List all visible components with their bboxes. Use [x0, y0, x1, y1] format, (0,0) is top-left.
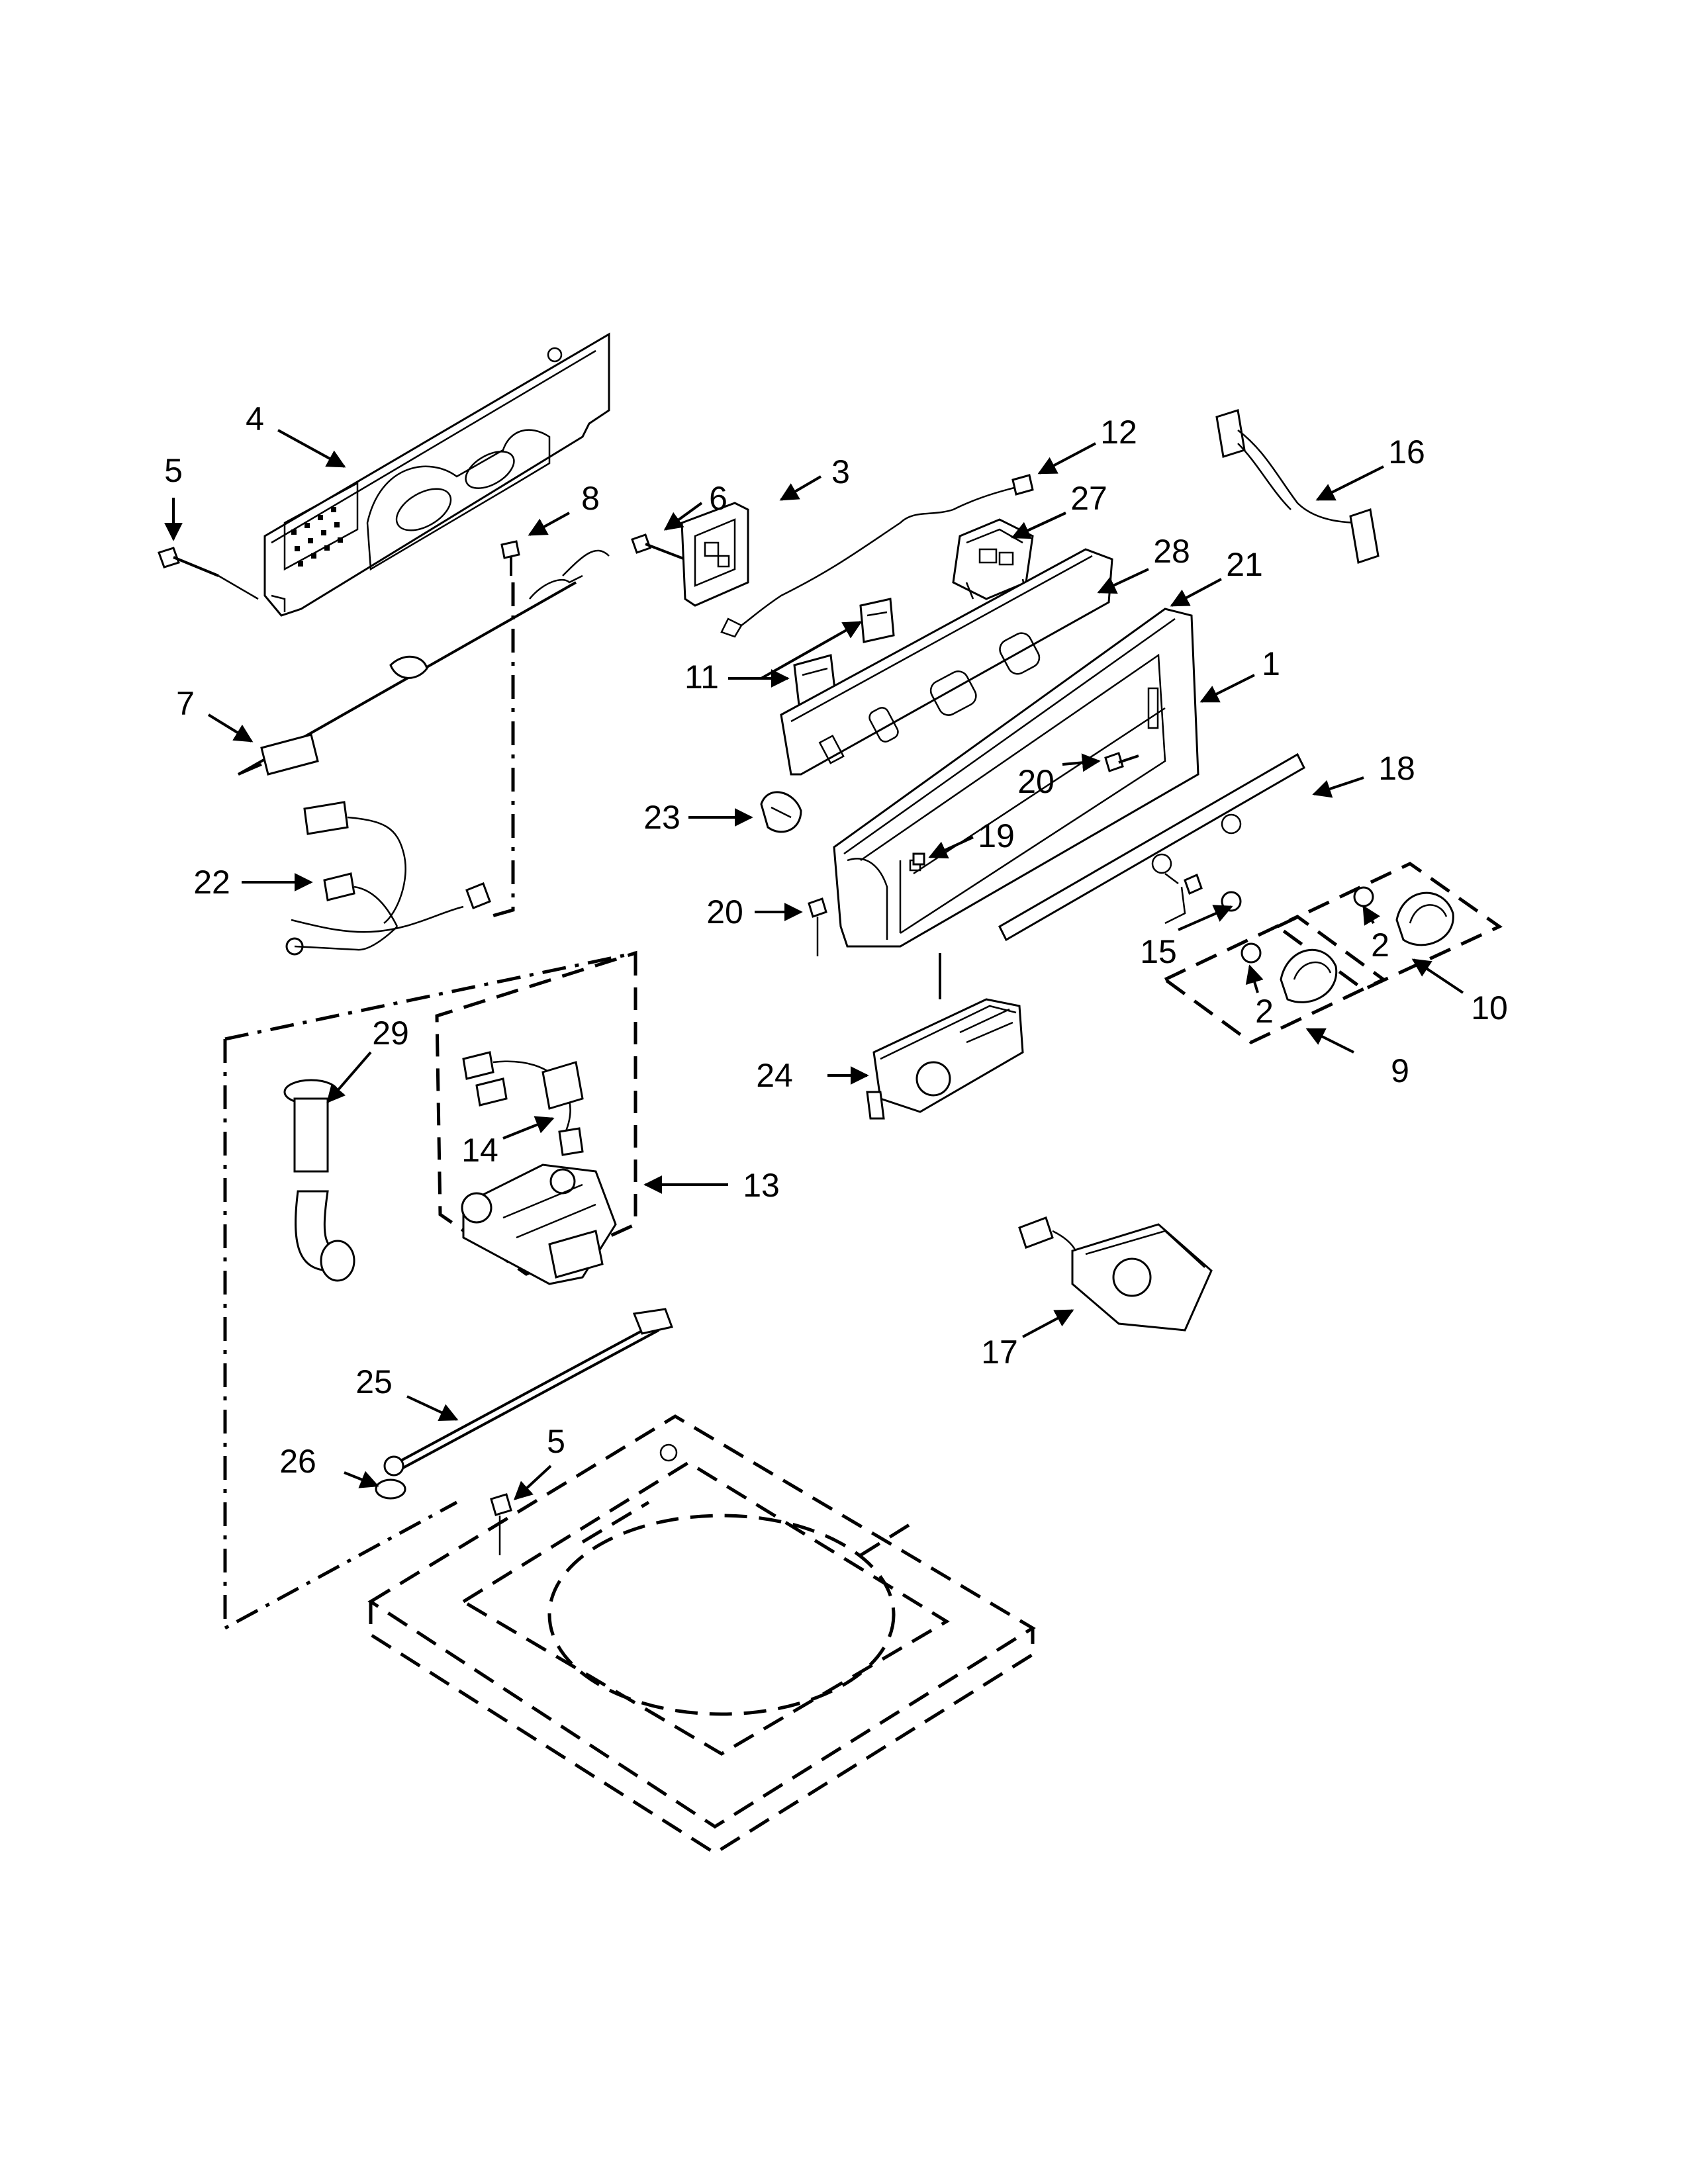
- callout-4: 4: [246, 400, 264, 437]
- callout-29: 29: [372, 1015, 409, 1052]
- callout-13: 13: [743, 1167, 780, 1204]
- leader-dashdot-left: [223, 1039, 458, 1631]
- callout-12: 12: [1100, 414, 1137, 451]
- knob-group-10: [1274, 862, 1503, 991]
- control-bracket-3: [680, 502, 749, 607]
- screw-20-right: [1104, 752, 1139, 772]
- callout-20-right: 20: [1017, 763, 1055, 800]
- callout-14: 14: [461, 1132, 498, 1169]
- clip-23: [760, 791, 802, 833]
- clip-19: [912, 852, 925, 866]
- wire-harness-7: [238, 549, 610, 776]
- callout-23: 23: [643, 799, 680, 836]
- callout-28: 28: [1153, 533, 1190, 570]
- callout-8: 8: [581, 480, 600, 517]
- screw-5-top: [158, 547, 259, 600]
- tube-25: [383, 1308, 674, 1477]
- harness-16: [1215, 409, 1380, 564]
- callout-5-bottom: 5: [547, 1423, 565, 1460]
- screw-8: [500, 540, 520, 576]
- screw-6: [631, 533, 686, 561]
- callout-11: 11: [684, 659, 719, 696]
- callout-6: 6: [709, 480, 727, 517]
- clamp-26: [375, 1479, 406, 1500]
- sensor-17: [1018, 1216, 1213, 1332]
- callout-25: 25: [355, 1363, 393, 1400]
- callout-26: 26: [279, 1443, 316, 1480]
- shaft-15: [1164, 873, 1242, 925]
- valve-harness-14: [462, 1051, 584, 1156]
- callout-3: 3: [831, 453, 850, 490]
- callout-16: 16: [1388, 433, 1425, 471]
- hose-29: [283, 1079, 355, 1282]
- callout-9: 9: [1391, 1052, 1409, 1089]
- water-valve-13: [461, 1163, 617, 1285]
- valve-group-box: [435, 950, 637, 1276]
- callout-24: 24: [756, 1057, 793, 1094]
- callout-2-right: 2: [1371, 927, 1389, 964]
- console-rear-panel: [263, 332, 610, 617]
- screw-20-left: [808, 897, 827, 956]
- callout-2-left: 2: [1255, 993, 1274, 1030]
- leader-dashdot-8: [489, 582, 515, 919]
- callout-7: 7: [176, 685, 195, 722]
- switch-harness-12: [720, 474, 1034, 638]
- callout-labels: 4 5 8 6 3 12 27 16 28 21 7 11 1 18 20 23…: [164, 400, 1508, 1480]
- harness-22: [285, 801, 491, 956]
- leader-dashdot-top: [224, 951, 636, 1041]
- callout-5-top: 5: [164, 452, 183, 489]
- leader-arrows: [164, 429, 1464, 1500]
- console-plate-28: [780, 548, 1113, 776]
- knob-group-9: [1162, 915, 1387, 1044]
- cabinet-top: [367, 1414, 1036, 1855]
- callout-21: 21: [1226, 546, 1263, 583]
- callout-17: 17: [981, 1334, 1018, 1371]
- callout-22: 22: [193, 864, 230, 901]
- callout-18: 18: [1378, 750, 1415, 787]
- control-board-24: [866, 998, 1024, 1120]
- callout-19: 19: [978, 817, 1015, 854]
- callout-20-left: 20: [706, 893, 743, 931]
- callout-15: 15: [1140, 933, 1177, 970]
- overlay-18: [998, 752, 1305, 942]
- callout-27: 27: [1070, 480, 1107, 517]
- callout-10: 10: [1471, 989, 1508, 1026]
- callout-1: 1: [1262, 645, 1280, 682]
